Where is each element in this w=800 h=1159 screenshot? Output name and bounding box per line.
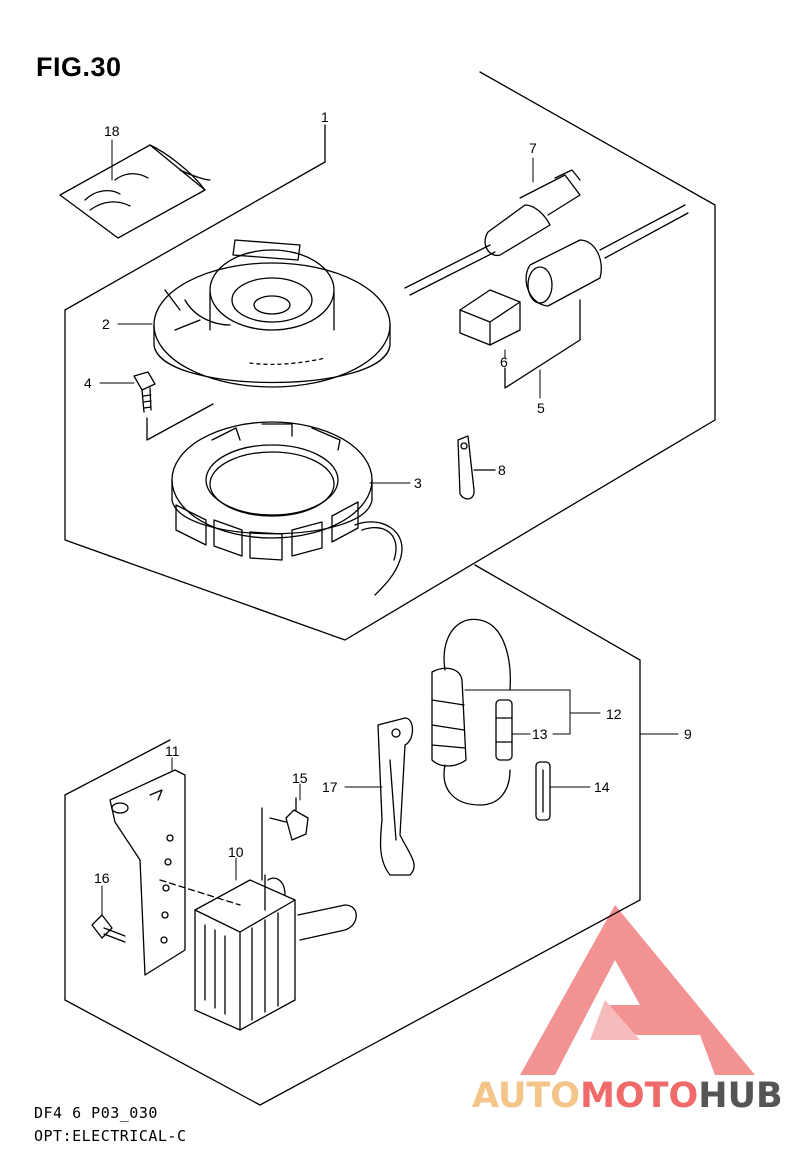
callout-7: 7 [529, 140, 537, 156]
footer-model-code: DF4 6 P03_030 [34, 1104, 158, 1122]
part-17-clamp [377, 717, 415, 876]
part-13-fuse [495, 699, 513, 761]
callout-4: 4 [84, 375, 92, 391]
callout-16: 16 [94, 870, 110, 886]
callout-6: 6 [500, 354, 508, 370]
callout-18: 18 [104, 123, 120, 139]
watermark-wordmark: AUTOMOTOHUB [472, 1076, 783, 1116]
callout-12: 12 [606, 706, 622, 722]
part-7-cable-connector [404, 169, 581, 296]
callout-17: 17 [322, 779, 338, 795]
leader-lines [99, 139, 679, 916]
group-1-frame [64, 71, 716, 641]
wordmark-hub: HUB [698, 1076, 783, 1116]
part-14-spare-fuse [535, 761, 551, 821]
part-10-regulator [159, 874, 357, 1031]
part-4-bolt [133, 371, 214, 441]
footer-section-name: OPT:ELECTRICAL-C [34, 1127, 187, 1145]
callout-13: 13 [532, 726, 548, 742]
figure-title: FIG.30 [36, 52, 122, 82]
callout-14: 14 [594, 779, 610, 795]
part-12-fuse-holder [431, 618, 511, 806]
wordmark-auto: AUTO [472, 1076, 581, 1116]
part-11-bracket [109, 769, 186, 976]
part-8-clamp [457, 435, 496, 500]
part-16-stud [91, 914, 126, 943]
group-9-frame [64, 564, 641, 1106]
watermark-logo [520, 905, 755, 1075]
callout-15: 15 [292, 770, 308, 786]
callout-2: 2 [102, 316, 110, 332]
callout-8: 8 [498, 462, 506, 478]
part-18-pack [59, 144, 211, 239]
part-5-6-connectors [459, 204, 689, 389]
wordmark-moto: MOTO [580, 1076, 699, 1116]
part-2-flywheel [153, 239, 391, 388]
callout-labels: 1 2 3 4 5 6 7 8 9 10 11 12 13 14 15 16 1… [84, 109, 692, 886]
callout-11: 11 [165, 743, 180, 759]
part-3-stator [171, 421, 403, 596]
callout-1: 1 [321, 109, 329, 125]
callout-5: 5 [537, 400, 545, 416]
callout-10: 10 [228, 844, 244, 860]
callout-3: 3 [414, 475, 422, 491]
callout-9: 9 [684, 726, 692, 742]
part-15-screw [261, 797, 309, 881]
